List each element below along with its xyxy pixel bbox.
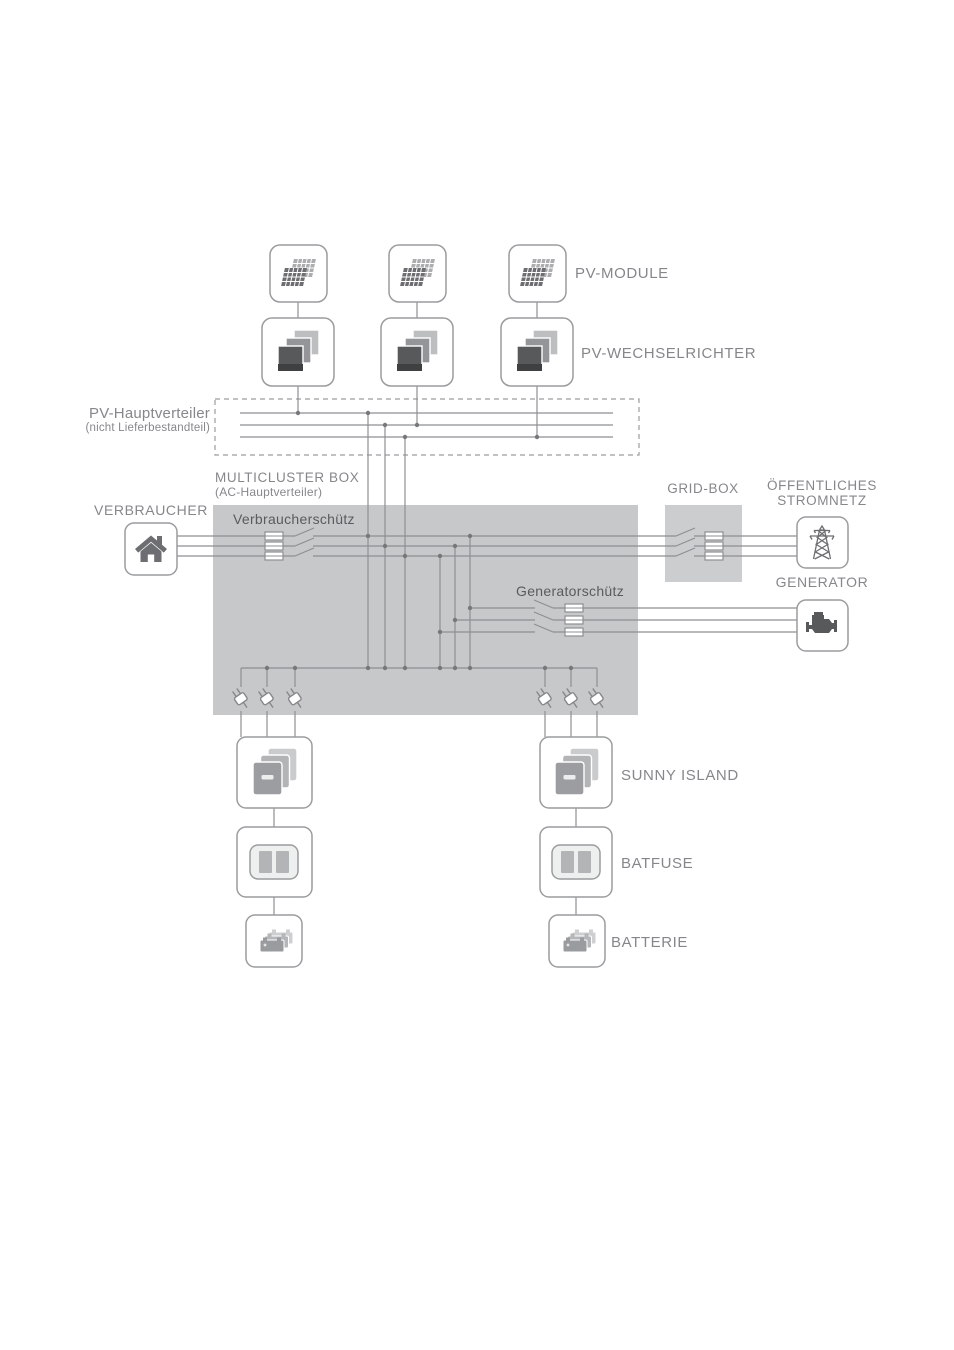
- pv-distribution-dashed-box: [214, 398, 640, 456]
- pv-inverter-label: PV-WECHSELRICHTER: [581, 345, 757, 362]
- pv-distribution-label-line2: (nicht Lieferbestandteil): [85, 422, 210, 434]
- pv-module-label: PV-MODULE: [575, 265, 669, 282]
- pv-distribution-label-line1: PV-Hauptverteiler: [89, 405, 210, 422]
- public-grid-label-line1: ÖFFENTLICHES: [767, 478, 877, 493]
- grid-box-area: [665, 505, 742, 582]
- batfuse-label: BATFUSE: [621, 855, 694, 872]
- sunny-island-label: SUNNY ISLAND: [621, 767, 739, 784]
- wiring-lines: [177, 302, 797, 915]
- generator-contactor-label: Generatorschütz: [516, 583, 624, 599]
- junction-dots: [264, 410, 574, 671]
- multicluster-label-line2: (AC-Hauptverteiler): [215, 485, 323, 499]
- pv-distribution-label: PV-Hauptverteiler (nicht Lieferbestandte…: [30, 405, 210, 434]
- batfuse-icon: [249, 844, 299, 880]
- multicluster-label: MULTICLUSTER BOX (AC-Hauptverteiler): [215, 470, 359, 499]
- multicluster-label-line1: MULTICLUSTER BOX: [215, 470, 360, 485]
- grid-box-label: GRID-BOX: [667, 481, 739, 496]
- public-grid-label: ÖFFENTLICHES STROMNETZ: [762, 478, 882, 508]
- contactor-midlines: [265, 535, 723, 633]
- consumer-label: VERBRAUCHER: [94, 502, 208, 518]
- batfuse-icon: [551, 844, 601, 880]
- consumer-contactor-label: Verbraucherschütz: [233, 511, 355, 527]
- generator-label: GENERATOR: [775, 574, 869, 590]
- battery-label: BATTERIE: [611, 934, 689, 951]
- public-grid-label-line2: STROMNETZ: [777, 493, 867, 508]
